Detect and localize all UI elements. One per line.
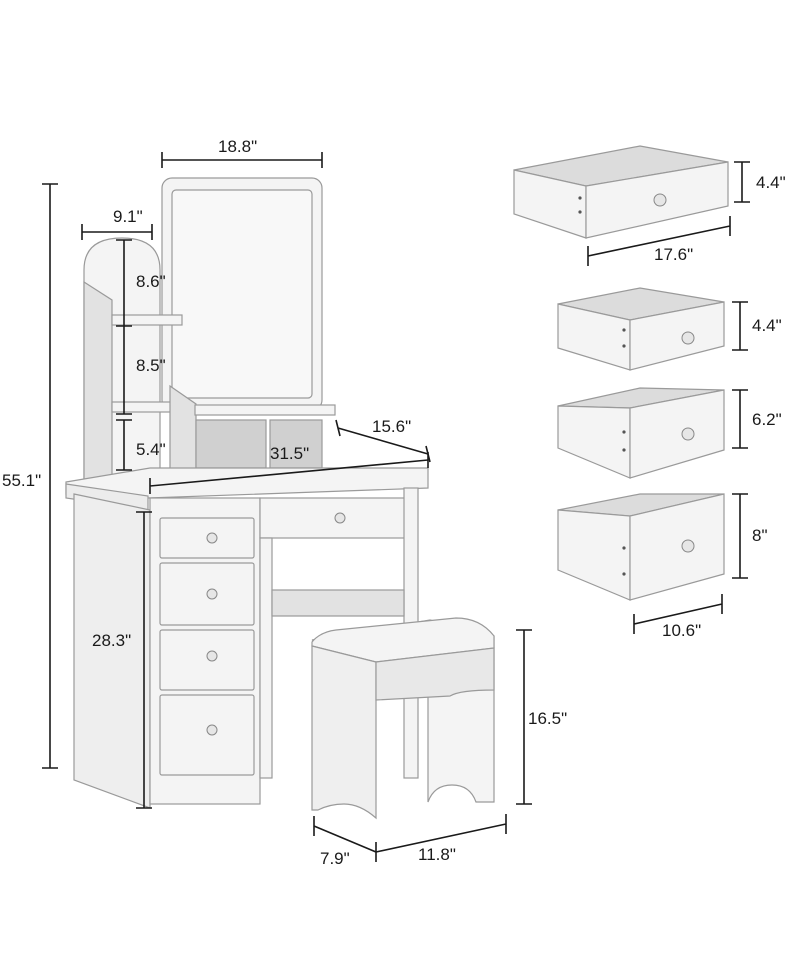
drawer-2-height-label: 4.4" xyxy=(752,316,782,335)
drawer-4-height-label: 8" xyxy=(752,526,768,545)
shelf-middle-label: 8.5" xyxy=(136,356,166,375)
shelf-top xyxy=(111,314,183,326)
stool-illustration xyxy=(311,617,495,820)
stool-height-label: 16.5" xyxy=(528,709,567,728)
drawer-1-height-label: 4.4" xyxy=(756,173,786,192)
table-depth-label: 15.6" xyxy=(372,417,411,436)
shelf-top-label: 8.6" xyxy=(136,272,166,291)
dimension-lines xyxy=(42,152,750,862)
shelf-width-label: 9.1" xyxy=(113,207,143,226)
table-height-label: 28.3" xyxy=(92,631,131,650)
drawer-4-width-label: 10.6" xyxy=(662,621,701,640)
stool-seat xyxy=(311,617,495,663)
shelf-bottom-label: 5.4" xyxy=(136,440,166,459)
table-width-label: 31.5" xyxy=(270,444,309,463)
mirror-width-label: 18.8" xyxy=(218,137,257,156)
stool-depth-label: 7.9" xyxy=(320,849,350,868)
total-height-label: 55.1" xyxy=(2,471,41,490)
stool-width-label: 11.8" xyxy=(418,845,456,864)
cubby-shelf xyxy=(194,404,336,416)
dimension-labels: 18.8" 9.1" 8.6" 8.5" 5.4" 15.6" 31.5" 55… xyxy=(2,137,786,868)
drawer-3-height-label: 6.2" xyxy=(752,410,782,429)
drawer-1-width-label: 17.6" xyxy=(654,245,693,264)
drawer-illustrations xyxy=(513,145,729,601)
